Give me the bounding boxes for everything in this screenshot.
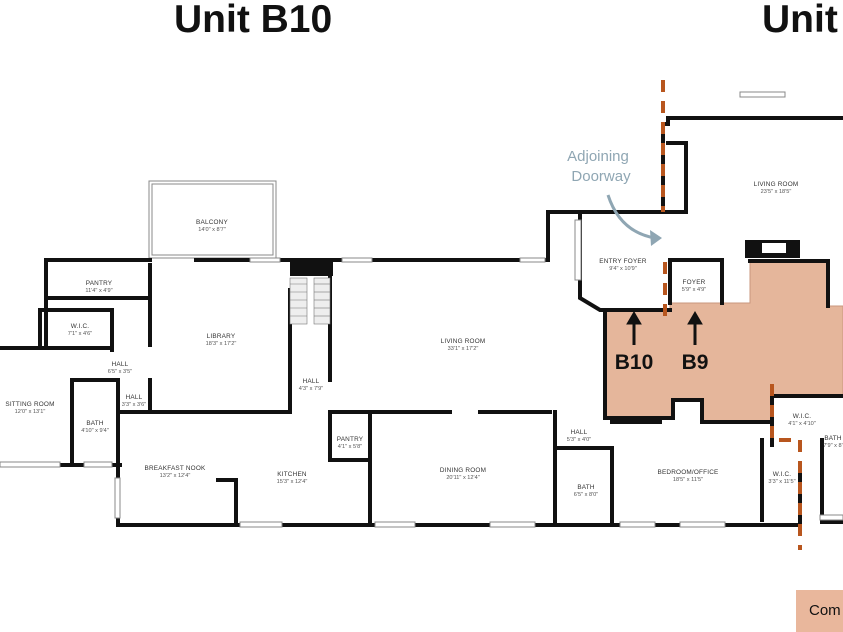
room-name-balcony: BALCONY: [196, 219, 228, 226]
room-name-living2: LIVING ROOM: [754, 181, 799, 188]
unit-arrows: [626, 311, 703, 345]
room-dims-nook: 13'2" x 12'4": [160, 473, 191, 479]
legend-swatch: Com: [796, 590, 843, 632]
annotation-arrow: [606, 194, 662, 246]
fireplace: [290, 258, 333, 276]
room-name-bath2: BATH: [577, 484, 595, 491]
room-name-library: LIBRARY: [207, 333, 236, 340]
room-dims-pantry2: 4'1" x 5'8": [338, 444, 362, 450]
room-name-wic2: W.I.C.: [793, 413, 812, 420]
room-name-sitting: SITTING ROOM: [5, 401, 54, 408]
room-dims-living1: 33'1" x 17'2": [448, 346, 479, 352]
room-name-foyer: FOYER: [682, 279, 705, 286]
room-dims-bath2: 6'5" x 8'0": [574, 492, 598, 498]
room-name-pantry2: PANTRY: [337, 436, 364, 443]
room-dims-kitchen: 15'3" x 12'4": [277, 479, 308, 485]
room-dims-entry: 9'4" x 10'9": [609, 266, 637, 272]
room-dims-pantry1: 11'4" x 4'9": [85, 288, 112, 294]
windows: [0, 91, 843, 528]
room-dims-foyer: 5'9" x 4'9": [682, 287, 706, 293]
room-name-hall3: HALL: [303, 378, 320, 385]
room-dims-bedroom: 18'5" x 11'5": [673, 477, 703, 483]
room-dims-balcony: 14'0" x 8'7": [198, 227, 226, 233]
room-dims-bath1: 4'10" x 9'4": [81, 428, 109, 434]
room-dims-library: 18'3" x 17'2": [206, 341, 237, 347]
room-dims-hall4: 5'3" x 4'0": [567, 437, 591, 443]
room-dims-hall2: 3'3" x 3'6": [122, 402, 146, 408]
balcony-outline: [148, 180, 277, 259]
room-name-wic1: W.I.C.: [71, 323, 90, 330]
unit-b9-title: Unit: [762, 0, 838, 41]
room-name-nook: BREAKFAST NOOK: [145, 465, 206, 472]
room-dims-dining: 20'11" x 12'4": [446, 475, 479, 481]
room-dims-living2: 23'5" x 18'5": [761, 189, 792, 195]
room-dims-wic1: 7'1" x 4'6": [68, 331, 92, 337]
room-name-pantry1: PANTRY: [86, 280, 113, 287]
room-name-wic3: W.I.C.: [773, 471, 792, 478]
room-name-living1: LIVING ROOM: [441, 338, 486, 345]
room-dims-sitting: 12'0" x 13'1": [15, 409, 46, 415]
doorway-divider: [661, 80, 802, 550]
room-dims-hall1: 6'5" x 3'5": [108, 369, 132, 375]
room-name-hall4: HALL: [571, 429, 588, 436]
room-name-hall2: HALL: [126, 394, 143, 401]
room-name-bedroom: BEDROOM/OFFICE: [657, 469, 718, 476]
unit-label-b10: B10: [615, 351, 654, 374]
fireplace-b9: [745, 240, 800, 258]
annotation-line1: Adjoining: [567, 148, 629, 165]
room-name-dining: DINING ROOM: [440, 467, 486, 474]
room-name-bath3: BATH: [824, 435, 842, 442]
room-dims-hall3: 4'3" x 7'9": [299, 386, 323, 392]
room-dims-bath3: 7'9" x 8': [823, 443, 842, 449]
unit-b10-title: Unit B10: [174, 0, 333, 41]
room-dims-wic3: 3'3" x 11'5": [768, 479, 795, 485]
room-dims-wic2: 4'1" x 4'10": [788, 421, 816, 427]
room-name-bath1: BATH: [86, 420, 104, 427]
room-name-hall1: HALL: [112, 361, 129, 368]
stair-hatch: [289, 277, 331, 325]
annotation-line2: Doorway: [571, 168, 631, 185]
interior-walls: [38, 263, 774, 527]
room-name-kitchen: KITCHEN: [277, 471, 307, 478]
room-name-entry: ENTRY FOYER: [599, 258, 647, 265]
legend-text: Com: [809, 602, 841, 619]
unit-label-b9: B9: [682, 351, 709, 374]
